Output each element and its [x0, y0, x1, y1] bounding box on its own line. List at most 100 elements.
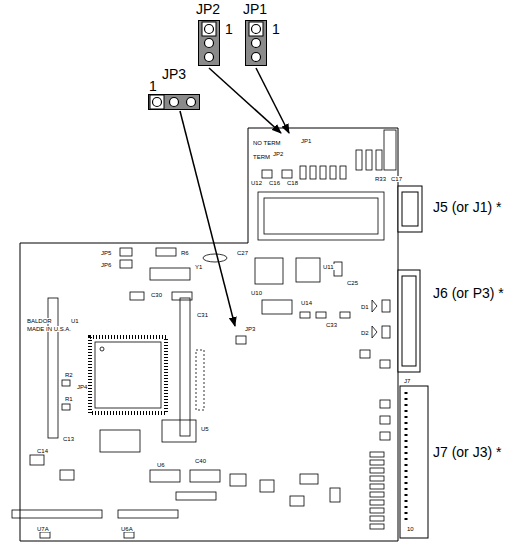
silkscreen-label: TERM [252, 154, 271, 160]
ellipse-shape [203, 254, 227, 262]
silkscreen-label: U5 [200, 426, 210, 432]
rect-shape [380, 360, 390, 368]
rect-shape [340, 312, 350, 318]
connectors [398, 186, 428, 538]
silkscreen-label: Y1 [194, 264, 203, 270]
rect-shape [398, 270, 420, 372]
rect-shape [40, 532, 50, 538]
silkscreen-label: C27 [236, 250, 249, 256]
rect-shape [380, 400, 390, 408]
jumper-pin [153, 98, 162, 107]
silkscreen-label: U12 [250, 180, 263, 186]
silkscreen-label: C33 [325, 322, 338, 328]
jumper-pin [205, 53, 214, 62]
silkscreen-label: C31 [196, 312, 209, 318]
rect-shape [300, 166, 306, 179]
components [12, 130, 396, 538]
silkscreen-label: R1 [64, 396, 74, 402]
rect-shape [95, 342, 161, 408]
rect-shape [12, 510, 102, 518]
rect-shape [150, 268, 190, 280]
rect-shape [316, 312, 326, 318]
pin-one-square [150, 95, 164, 109]
rect-shape [370, 476, 384, 481]
rect-shape [320, 166, 326, 179]
rect-shape [262, 300, 292, 314]
rect-shape [400, 386, 428, 538]
board-outline [20, 128, 398, 541]
jumper-body [246, 21, 267, 66]
silkscreen-label: JP3 [244, 326, 256, 332]
rect-shape [230, 474, 246, 486]
rect-shape [370, 500, 384, 505]
circle-shape [100, 347, 104, 351]
rect-shape [180, 298, 190, 436]
rect-shape [370, 452, 384, 457]
rect-shape [296, 258, 320, 282]
silkscreen-label: C18 [286, 180, 299, 186]
rect-shape [380, 432, 390, 440]
jumper-symbol [245, 20, 267, 66]
rect-shape [370, 516, 384, 521]
rect-shape [290, 496, 304, 506]
rect-shape [384, 130, 396, 170]
rect-shape [90, 337, 166, 413]
rect-shape [236, 336, 246, 344]
pin-number: 1 [149, 79, 157, 93]
rect-shape [370, 468, 384, 473]
rect-shape [300, 312, 310, 318]
rect-shape [120, 248, 132, 256]
silkscreen-label: C17 [390, 176, 403, 182]
jumper-body [149, 95, 200, 110]
silkscreen-label: U1 [70, 318, 80, 324]
silkscreen-label: U6A [120, 526, 134, 532]
jumper-block: JP21 [198, 20, 220, 66]
rect-shape [300, 474, 318, 484]
rect-shape [156, 248, 176, 256]
rect-shape [398, 186, 422, 232]
rect-shape [282, 170, 292, 178]
silkscreen-label: JP4 [76, 384, 88, 390]
pin-one-square [249, 22, 263, 36]
rect-shape [124, 532, 134, 538]
silkscreen-label: BALDOR [26, 318, 53, 324]
silkscreen-label: D2 [360, 330, 370, 336]
rect-shape [370, 524, 384, 529]
jumper-pin [187, 98, 196, 107]
pin-one-square [202, 22, 216, 36]
silkscreen-label: C14 [36, 448, 49, 454]
rect-shape [356, 150, 362, 170]
rect-shape [340, 166, 346, 179]
rect-shape [402, 192, 418, 226]
rect-shape [262, 170, 272, 178]
jumper-pin [205, 39, 214, 48]
line-shape [256, 68, 289, 133]
rect-shape [150, 470, 180, 482]
rect-shape [370, 484, 384, 489]
silkscreen-label: U11 [322, 264, 335, 270]
silkscreen-label: U7A [36, 526, 50, 532]
silkscreen-label: D1 [360, 304, 370, 310]
rect-shape [402, 276, 416, 366]
jumper-name: JP1 [243, 2, 267, 16]
pin-number: 1 [225, 22, 233, 36]
jumper-pin [252, 53, 261, 62]
rect-shape [370, 460, 384, 465]
jumper-pin [170, 98, 179, 107]
line-shape [405, 392, 408, 520]
rect-shape [62, 404, 70, 410]
rect-shape [120, 260, 132, 268]
silkscreen-label: J7 [403, 378, 411, 384]
rect-shape [382, 300, 390, 312]
rect-shape [162, 420, 196, 442]
rect-shape [172, 292, 192, 300]
connector-label: J7 (or J3) * [433, 445, 501, 459]
jumper-symbol [148, 94, 200, 110]
jumper-pin [252, 25, 261, 34]
jumper-pin [252, 39, 261, 48]
silkscreen-label: C30 [150, 292, 163, 298]
path-shape [372, 326, 377, 338]
rect-shape [264, 198, 378, 234]
silkscreen-label: U10 [250, 290, 263, 296]
